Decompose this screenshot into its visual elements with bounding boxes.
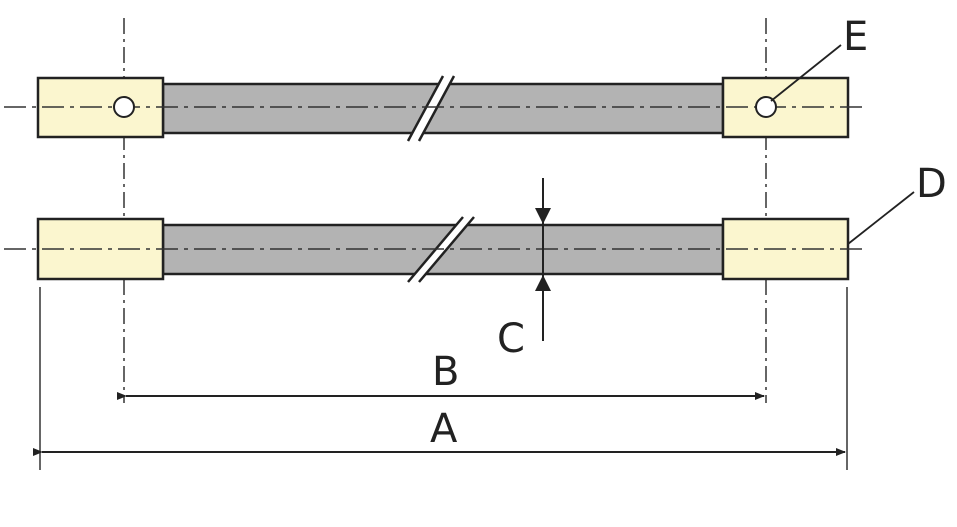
- diameter-callout: [535, 178, 551, 341]
- top-view: [4, 75, 868, 142]
- top-break-line-2: [417, 75, 456, 142]
- side-view: [4, 216, 868, 283]
- label-c: C: [497, 316, 525, 362]
- leader-line-d: [847, 191, 915, 245]
- label-e: E: [843, 14, 868, 60]
- diameter-upper-arrowhead: [535, 208, 551, 224]
- side-break-line-2: [418, 216, 475, 283]
- diameter-lower-arrowhead: [535, 275, 551, 291]
- label-d: D: [916, 161, 947, 207]
- label-a: A: [430, 406, 458, 452]
- overall-length-extension-lines: [39, 287, 848, 470]
- leader-line-e: [770, 44, 842, 102]
- top-rod-break-gap: [408, 76, 454, 141]
- label-b: B: [432, 349, 459, 395]
- vertical-centerlines: [123, 18, 767, 403]
- top-left-mounting-hole: [113, 96, 135, 118]
- top-break-line-1: [406, 75, 445, 142]
- top-right-mounting-hole: [755, 96, 777, 118]
